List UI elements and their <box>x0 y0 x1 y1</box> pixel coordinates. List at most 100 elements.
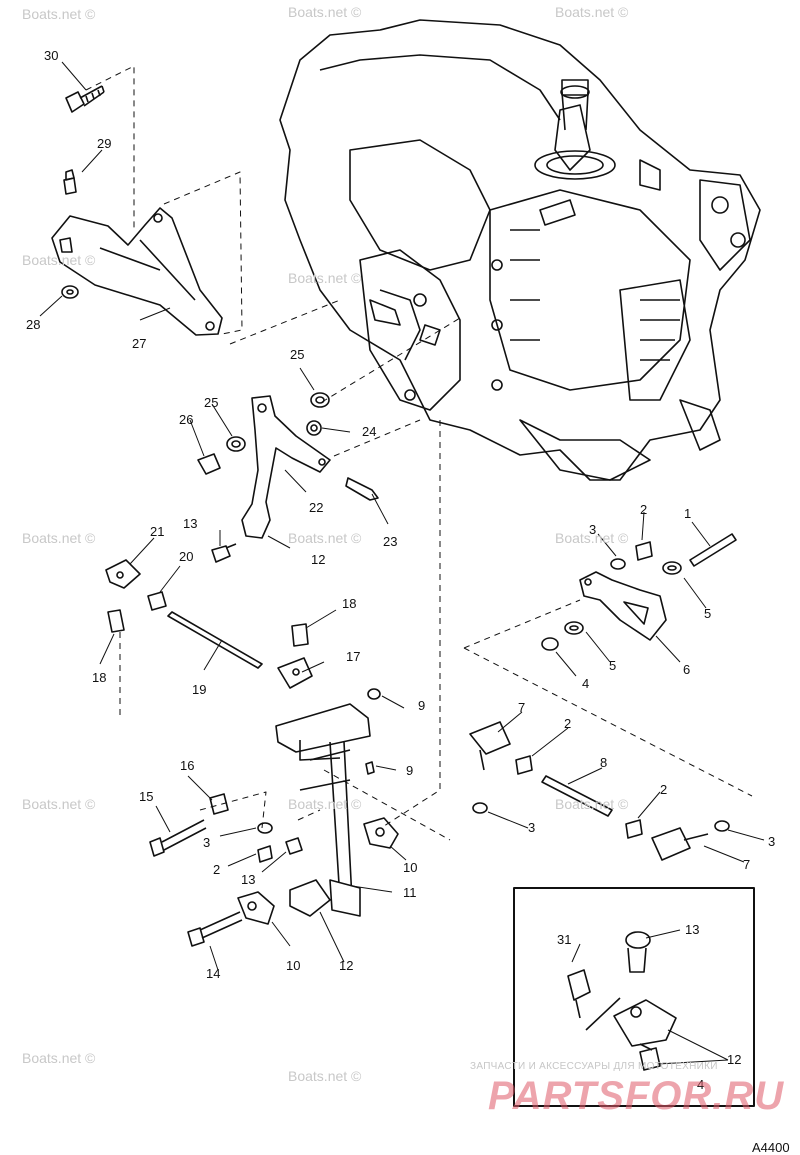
label-13-inset: 13 <box>685 922 700 937</box>
clamp-10b <box>363 817 399 849</box>
label-22: 22 <box>309 500 324 515</box>
clamp-10a <box>237 891 275 925</box>
pin-9 <box>365 761 375 775</box>
washer-3d <box>714 820 730 832</box>
label-3-mid: 3 <box>528 820 536 835</box>
ball-joint-7b <box>651 827 709 861</box>
label-15: 15 <box>139 789 154 804</box>
bushing-4a <box>541 637 559 651</box>
screw-13b <box>285 837 303 855</box>
screw-13a <box>211 543 237 563</box>
label-26: 26 <box>179 412 194 427</box>
label-24: 24 <box>362 424 377 439</box>
label-13-mid: 13 <box>241 872 256 887</box>
label-12-inset: 12 <box>727 1052 742 1067</box>
bolt-14 <box>187 911 243 947</box>
store-caption: ЗАПЧАСТИ И АКСЕССУАРЫ ДЛЯ МОТОТЕХНИКИ <box>470 1061 718 1072</box>
washer-3b <box>610 558 626 570</box>
watermark: Boats.net © <box>288 270 362 286</box>
watermark: Boats.net © <box>555 796 629 812</box>
washer-5b <box>564 621 584 635</box>
label-31: 31 <box>557 932 572 947</box>
label-9: 9 <box>406 763 414 778</box>
label-5-mid: 5 <box>609 658 617 673</box>
watermark: Boats.net © <box>288 530 362 546</box>
washer-28 <box>61 285 79 299</box>
label-23: 23 <box>383 534 398 549</box>
label-9-top: 9 <box>418 698 426 713</box>
label-8: 8 <box>600 755 608 770</box>
watermark: Boats.net © <box>22 530 96 546</box>
label-21: 21 <box>150 524 165 539</box>
label-28: 28 <box>26 317 41 332</box>
screw-9 <box>367 688 381 700</box>
label-25-top: 25 <box>290 347 305 362</box>
throttle-shaft-11 <box>275 703 371 917</box>
label-2-left: 2 <box>213 862 221 877</box>
washer-3a <box>257 822 273 834</box>
nut-2d <box>625 819 643 839</box>
watermark: Boats.net © <box>22 1050 96 1066</box>
label-11: 11 <box>403 885 417 900</box>
clamp-12b <box>289 879 331 917</box>
bolt-23 <box>345 477 379 501</box>
nut-16 <box>209 793 229 815</box>
nut-24 <box>306 420 322 436</box>
rod-8 <box>541 775 613 817</box>
bracket-6 <box>579 571 667 641</box>
brand-logo: PARTSFOR.RU <box>488 1074 785 1118</box>
label-1: 1 <box>684 506 692 521</box>
label-2-right: 2 <box>660 782 668 797</box>
washer-25 <box>310 392 330 408</box>
watermark: Boats.net © <box>288 1068 362 1084</box>
label-16: 16 <box>180 758 195 773</box>
watermark: Boats.net © <box>555 4 629 20</box>
detail-inset <box>513 887 755 1107</box>
swivel-21 <box>105 559 141 589</box>
nut-2c <box>515 755 533 775</box>
label-30: 30 <box>44 48 59 63</box>
link-22 <box>241 395 331 539</box>
nut-29 <box>63 169 77 195</box>
dashed-alignment-lines <box>85 65 753 841</box>
nut-2b <box>635 541 653 561</box>
watermark: Boats.net © <box>288 4 362 20</box>
label-4: 4 <box>582 676 590 691</box>
watermark: Boats.net © <box>22 6 96 22</box>
washer-3c <box>472 802 488 814</box>
stud-1 <box>689 533 737 567</box>
label-12-bottom: 12 <box>339 958 354 973</box>
watermark: Boats.net © <box>22 796 96 812</box>
label-2-mid: 2 <box>564 716 572 731</box>
label-3-left: 3 <box>203 835 211 850</box>
washer-5a <box>662 561 682 575</box>
label-12-top: 12 <box>311 552 326 567</box>
watermark: Boats.net © <box>555 530 629 546</box>
label-7-top: 7 <box>518 700 526 715</box>
label-3-top: 3 <box>589 522 597 537</box>
label-29: 29 <box>97 136 112 151</box>
label-10-bottom: 10 <box>286 958 301 973</box>
label-13-top: 13 <box>183 516 198 531</box>
swivel-17 <box>277 657 313 689</box>
label-10-right: 10 <box>403 860 418 875</box>
label-7-bottom: 7 <box>743 857 751 872</box>
label-4-inset: 4 <box>697 1077 705 1092</box>
washer-25b <box>226 436 246 452</box>
nut-26 <box>197 453 221 475</box>
nut-20 <box>147 591 167 611</box>
bolt-15 <box>149 819 207 857</box>
label-25: 25 <box>204 395 219 410</box>
bracket-27 <box>51 207 223 336</box>
label-18-right: 18 <box>342 596 357 611</box>
label-19: 19 <box>192 682 207 697</box>
label-3-right: 3 <box>768 834 776 849</box>
bolt-30 <box>65 85 105 113</box>
label-6: 6 <box>683 662 691 677</box>
ball-joint-7a <box>469 721 511 771</box>
leader-lines <box>39 61 765 971</box>
nut-2a <box>257 845 273 863</box>
rod-19 <box>167 611 263 669</box>
label-17: 17 <box>346 649 361 664</box>
